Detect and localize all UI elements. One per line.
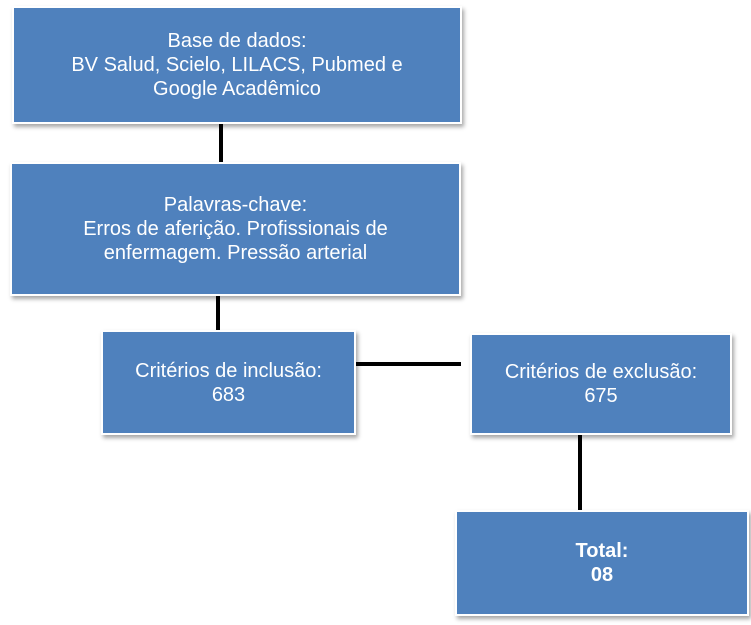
total-count: 08 — [590, 564, 614, 586]
keywords-terms-cont: enfermagem. Pressão arterial — [103, 242, 368, 264]
database-sources-cont: Google Acadêmico — [153, 78, 321, 100]
database-box: Base de dados: BV Salud, Scielo, LILACS,… — [12, 6, 462, 124]
inclusion-count: 683 — [211, 383, 246, 406]
inclusion-title: Critérios de inclusão: — [135, 359, 322, 382]
keywords-terms: Erros de aferição. Profissionais de — [83, 218, 388, 240]
keywords-box: Palavras-chave: Erros de aferição. Profi… — [10, 162, 461, 296]
exclusion-count: 675 — [584, 385, 618, 407]
exclusion-title: Critérios de exclusão: — [504, 361, 698, 383]
database-sources: BV Salud, Scielo, LILACS, Pubmed e — [71, 54, 403, 76]
connector-exclusion-total — [578, 432, 582, 510]
keywords-title: Palavras-chave: — [163, 194, 308, 216]
connector-keywords-inclusion — [216, 296, 220, 330]
total-box: Total: 08 — [455, 510, 749, 616]
inclusion-box: Critérios de inclusão: 683 — [101, 330, 356, 435]
total-title: Total: — [575, 540, 629, 562]
connector-inclusion-exclusion — [356, 362, 461, 366]
exclusion-box: Critérios de exclusão: 675 — [470, 333, 732, 435]
database-title: Base de dados: — [167, 30, 307, 52]
connector-database-keywords — [219, 124, 223, 162]
